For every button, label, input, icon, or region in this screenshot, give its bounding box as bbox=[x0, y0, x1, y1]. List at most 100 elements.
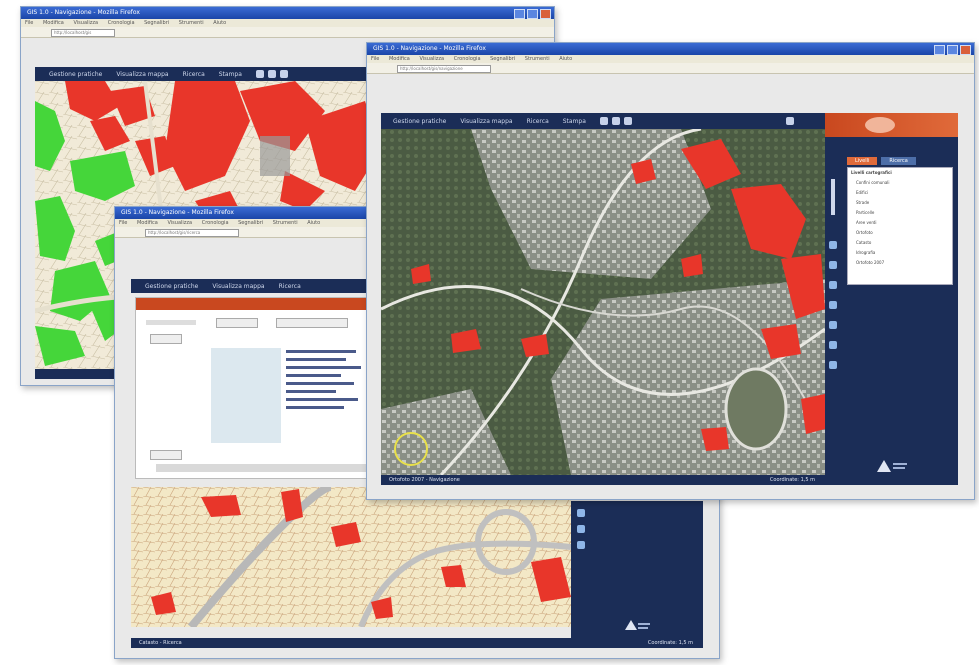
form-select[interactable] bbox=[276, 318, 348, 328]
menu-tools[interactable]: Strumenti bbox=[524, 56, 550, 62]
panel-tabs: Livelli Ricerca bbox=[847, 157, 916, 165]
layer-tree-title: Livelli cartografici bbox=[851, 170, 892, 175]
brand-logo-icon bbox=[865, 117, 895, 133]
menu-history[interactable]: Cronologia bbox=[201, 220, 229, 226]
info-icon[interactable] bbox=[267, 70, 276, 78]
fullscreen-icon[interactable] bbox=[785, 117, 794, 125]
pan-icon[interactable] bbox=[577, 525, 585, 533]
status-right: Coordinate: 1,5 m bbox=[647, 640, 693, 646]
menu-help[interactable]: Aiuto bbox=[559, 56, 573, 62]
menu-bookmarks[interactable]: Segnalibri bbox=[490, 56, 516, 62]
url-bar: http://localhost/gis/navigazione bbox=[367, 63, 974, 74]
form-footer-bar bbox=[156, 464, 366, 472]
menu-view[interactable]: Visualizza bbox=[73, 20, 99, 26]
footer-logo-icon bbox=[623, 619, 651, 631]
menu-file[interactable]: File bbox=[119, 220, 128, 226]
footer-logo-icon bbox=[875, 459, 909, 473]
nav-gestione[interactable]: Gestione pratiche bbox=[49, 70, 103, 78]
nav-stampa[interactable]: Stampa bbox=[562, 117, 586, 125]
menu-help[interactable]: Aiuto bbox=[213, 20, 227, 26]
layer-item[interactable]: Aree verdi bbox=[856, 220, 877, 225]
nav-gestione[interactable]: Gestione pratiche bbox=[145, 282, 199, 290]
zoom-icon[interactable] bbox=[623, 117, 632, 125]
menu-edit[interactable]: Modifica bbox=[388, 56, 410, 62]
menu-history[interactable]: Cronologia bbox=[453, 56, 481, 62]
nav-gestione[interactable]: Gestione pratiche bbox=[393, 117, 447, 125]
layer-item[interactable]: Confini comunali bbox=[856, 180, 890, 185]
menu-tools[interactable]: Strumenti bbox=[272, 220, 298, 226]
url-input[interactable]: http://localhost/gis/navigazione bbox=[397, 65, 491, 73]
search-form-panel bbox=[135, 297, 377, 479]
menu-bookmarks[interactable]: Segnalibri bbox=[144, 20, 170, 26]
layers-icon[interactable] bbox=[577, 509, 585, 517]
zoom-slider[interactable] bbox=[831, 179, 835, 215]
minimize-icon[interactable] bbox=[934, 45, 945, 55]
window-title: GIS 1.0 - Navigazione - Mozilla Firefox bbox=[27, 9, 140, 16]
close-icon[interactable] bbox=[540, 9, 551, 19]
menu-bookmarks[interactable]: Segnalibri bbox=[238, 220, 264, 226]
satellite-map[interactable] bbox=[381, 129, 825, 475]
cadastral-map[interactable] bbox=[131, 487, 571, 627]
tab-livelli[interactable]: Livelli bbox=[847, 157, 878, 165]
layer-item[interactable]: Strade bbox=[856, 200, 870, 205]
info-icon[interactable] bbox=[829, 321, 837, 329]
layers-side-panel: Livelli Ricerca Livelli cartografici Con… bbox=[825, 113, 958, 485]
menu-bar: File Modifica Visualizza Cronologia Segn… bbox=[21, 19, 554, 27]
menu-help[interactable]: Aiuto bbox=[307, 220, 321, 226]
window-title: GIS 1.0 - Navigazione - Mozilla Firefox bbox=[121, 209, 234, 216]
zoom-icon[interactable] bbox=[279, 70, 288, 78]
status-bar: Ortofoto 2007 - Navigazione Coordinate: … bbox=[381, 475, 825, 485]
nav-mappa[interactable]: Visualizza mappa bbox=[212, 282, 265, 290]
menu-file[interactable]: File bbox=[25, 20, 34, 26]
window-titlebar[interactable]: GIS 1.0 - Navigazione - Mozilla Firefox bbox=[367, 43, 974, 55]
layer-item[interactable]: Catasto bbox=[856, 240, 872, 245]
app-nav-bar: Gestione pratiche Visualizza mappa Ricer… bbox=[35, 67, 380, 81]
side-panel bbox=[571, 501, 703, 645]
url-input[interactable]: http://localhost/gis/ricerca bbox=[145, 229, 239, 237]
minimize-icon[interactable] bbox=[514, 9, 525, 19]
menu-tools[interactable]: Strumenti bbox=[178, 20, 204, 26]
zoom-icon[interactable] bbox=[577, 541, 585, 549]
menu-file[interactable]: File bbox=[371, 56, 380, 62]
form-list[interactable] bbox=[211, 348, 281, 443]
menu-view[interactable]: Visualizza bbox=[167, 220, 193, 226]
app-nav-bar: Gestione pratiche Visualizza mappa Ricer… bbox=[131, 279, 371, 293]
print-icon[interactable] bbox=[599, 117, 608, 125]
nav-ricerca[interactable]: Ricerca bbox=[182, 70, 205, 78]
search-icon[interactable] bbox=[829, 361, 837, 369]
info-icon[interactable] bbox=[611, 117, 620, 125]
menu-view[interactable]: Visualizza bbox=[419, 56, 445, 62]
pan-icon[interactable] bbox=[829, 281, 837, 289]
nav-mappa[interactable]: Visualizza mappa bbox=[116, 70, 169, 78]
url-input[interactable]: http://localhost/gis bbox=[51, 29, 115, 37]
menu-edit[interactable]: Modifica bbox=[136, 220, 158, 226]
layer-item[interactable]: Idrografia bbox=[856, 250, 876, 255]
maximize-icon[interactable] bbox=[947, 45, 958, 55]
menu-history[interactable]: Cronologia bbox=[107, 20, 135, 26]
menu-edit[interactable]: Modifica bbox=[42, 20, 64, 26]
maximize-icon[interactable] bbox=[527, 9, 538, 19]
nav-stampa[interactable]: Stampa bbox=[218, 70, 242, 78]
window-titlebar[interactable]: GIS 1.0 - Navigazione - Mozilla Firefox bbox=[21, 7, 554, 19]
form-label bbox=[146, 320, 196, 325]
zoom-icon[interactable] bbox=[829, 301, 837, 309]
tab-ricerca[interactable]: Ricerca bbox=[881, 157, 916, 165]
layer-item[interactable]: Particelle bbox=[856, 210, 875, 215]
layer-item[interactable]: Ortofoto 2007 bbox=[856, 260, 885, 265]
print-icon[interactable] bbox=[255, 70, 264, 78]
form-button[interactable] bbox=[150, 334, 182, 344]
nav-ricerca[interactable]: Ricerca bbox=[526, 117, 549, 125]
browser-window-front[interactable]: GIS 1.0 - Navigazione - Mozilla Firefox … bbox=[366, 42, 975, 500]
measure-icon[interactable] bbox=[829, 261, 837, 269]
close-icon[interactable] bbox=[960, 45, 971, 55]
layer-item[interactable]: Ortofoto bbox=[856, 230, 873, 235]
status-right: Coordinate: 1,5 m bbox=[769, 477, 815, 483]
print-icon[interactable] bbox=[829, 341, 837, 349]
form-button[interactable] bbox=[150, 450, 182, 460]
status-bar: Catasto - Ricerca Coordinate: 1,5 m bbox=[131, 638, 703, 648]
layers-icon[interactable] bbox=[829, 241, 837, 249]
nav-ricerca[interactable]: Ricerca bbox=[278, 282, 301, 290]
nav-mappa[interactable]: Visualizza mappa bbox=[460, 117, 513, 125]
form-select[interactable] bbox=[216, 318, 258, 328]
layer-item[interactable]: Edifici bbox=[856, 190, 869, 195]
